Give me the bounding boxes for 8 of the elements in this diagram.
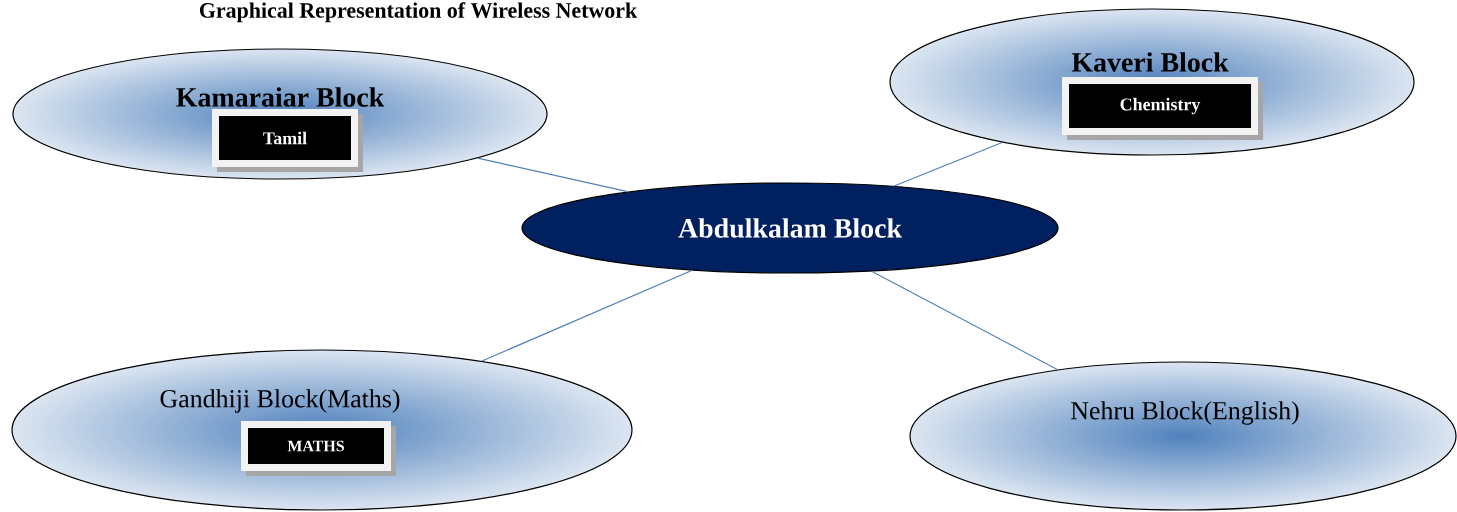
connector-line bbox=[871, 270, 1059, 371]
label-box: MATHS bbox=[241, 421, 396, 476]
label-box: Tamil bbox=[212, 109, 363, 172]
connector-line bbox=[481, 269, 693, 362]
connector-line bbox=[477, 157, 629, 193]
label-box: Chemistry bbox=[1062, 77, 1263, 140]
title: Graphical Representation of Wireless Network bbox=[199, 2, 638, 23]
connector-line bbox=[893, 141, 1003, 187]
